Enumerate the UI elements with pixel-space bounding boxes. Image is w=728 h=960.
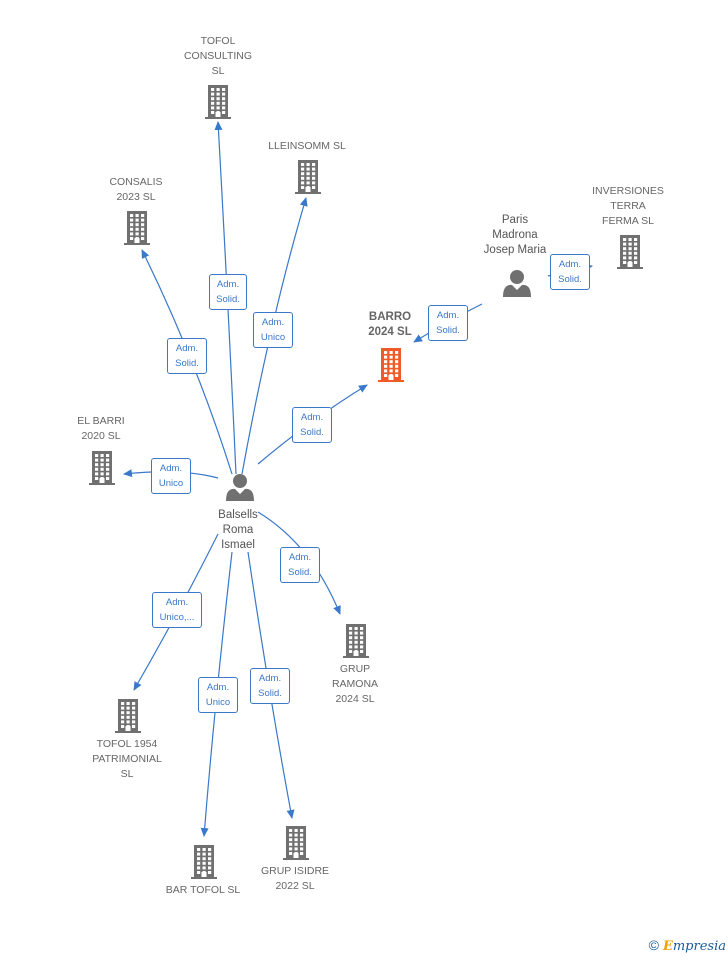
node-label-balsells[interactable]: Balsells Roma Ismael (218, 509, 258, 551)
building-icon-tofol-1954[interactable] (115, 699, 141, 733)
building-icon-grup-isidre[interactable] (283, 826, 309, 860)
edge-label-balsells-to-tofol-1954[interactable]: Adm. Unico,... (152, 592, 202, 628)
node-label-bar-tofol[interactable]: BAR TOFOL SL (165, 884, 241, 896)
node-label-consalis[interactable]: CONSALIS 2023 SL (109, 176, 163, 203)
footer-brand[interactable]: ©Empresia (649, 937, 726, 954)
person-icon-paris[interactable] (503, 270, 531, 297)
node-label-tofol-1954[interactable]: TOFOL 1954 PATRIMONIAL SL (92, 738, 162, 780)
edge-label-paris-to-barro[interactable]: Adm. Solid. (428, 305, 468, 341)
building-icon-consalis[interactable] (124, 211, 150, 245)
edge-label-balsells-to-grup-ramona[interactable]: Adm. Solid. (280, 547, 320, 583)
node-label-barro[interactable]: BARRO 2024 SL (368, 311, 412, 338)
edge-label-balsells-to-grup-isidre[interactable]: Adm. Solid. (250, 668, 290, 704)
edge-label-balsells-to-consalis[interactable]: Adm. Solid. (167, 338, 207, 374)
node-label-el-barri[interactable]: EL BARRI 2020 SL (77, 415, 125, 442)
edge-label-balsells-to-lleinsomm[interactable]: Adm. Unico (253, 312, 293, 348)
building-icon-inversiones[interactable] (617, 235, 643, 269)
person-icon-balsells[interactable] (226, 474, 254, 501)
nodes-layer (89, 85, 643, 879)
node-label-paris[interactable]: Paris Madrona Josep Maria (483, 214, 547, 256)
edge-label-paris-to-inversiones[interactable]: Adm. Solid. (550, 254, 590, 290)
building-icon-bar-tofol[interactable] (191, 845, 217, 879)
node-label-grup-ramona[interactable]: GRUP RAMONA 2024 SL (331, 663, 379, 705)
node-label-inversiones[interactable]: INVERSIONES TERRA FERMA SL (592, 185, 664, 227)
edge-label-balsells-to-bar-tofol[interactable]: Adm. Unico (198, 677, 238, 713)
building-icon-lleinsomm[interactable] (295, 160, 321, 194)
edge-label-balsells-to-barro[interactable]: Adm. Solid. (292, 407, 332, 443)
building-icon-barro[interactable] (378, 348, 404, 382)
copyright-symbol: © (648, 937, 659, 953)
brand-logo-text: mpresia (672, 939, 726, 954)
building-icon-el-barri[interactable] (89, 451, 115, 485)
edge-label-balsells-to-el-barri[interactable]: Adm. Unico (151, 458, 191, 494)
building-icon-tofol-consulting[interactable] (205, 85, 231, 119)
node-label-grup-isidre[interactable]: GRUP ISIDRE 2022 SL (260, 865, 330, 892)
edge-label-balsells-to-tofol-consulting[interactable]: Adm. Solid. (209, 274, 247, 310)
node-label-lleinsomm[interactable]: LLEINSOMM SL (268, 140, 346, 152)
building-icon-grup-ramona[interactable] (343, 624, 369, 658)
brand-logo-initial: E (662, 939, 673, 954)
node-label-tofol-consulting[interactable]: TOFOL CONSULTING SL (183, 35, 253, 77)
